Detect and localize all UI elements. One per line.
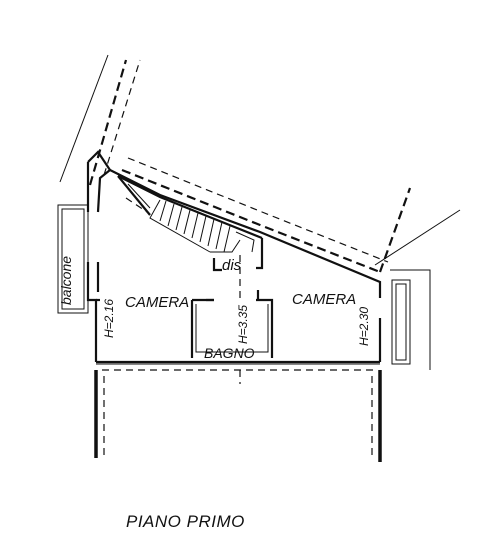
camera-right-label: CAMERA <box>292 291 356 308</box>
height-left-label: H=2.16 <box>102 299 116 338</box>
right-terrace <box>391 279 411 365</box>
dis-label: dis <box>222 257 242 274</box>
adjacent-building-outlines <box>59 54 461 370</box>
height-center-label: H=3.35 <box>236 305 250 344</box>
camera-left-label: CAMERA <box>125 294 189 311</box>
page-title: PIANO PRIMO <box>126 512 245 531</box>
bagno-label: BAGNO <box>204 345 255 361</box>
interior-partitions <box>96 238 274 358</box>
roof-line <box>88 59 412 274</box>
balcony <box>57 204 89 314</box>
height-right-label: H=2.30 <box>357 307 371 346</box>
lower-level-outline <box>94 363 382 462</box>
balcone-label: balcone <box>58 256 74 305</box>
staircase <box>117 175 263 253</box>
